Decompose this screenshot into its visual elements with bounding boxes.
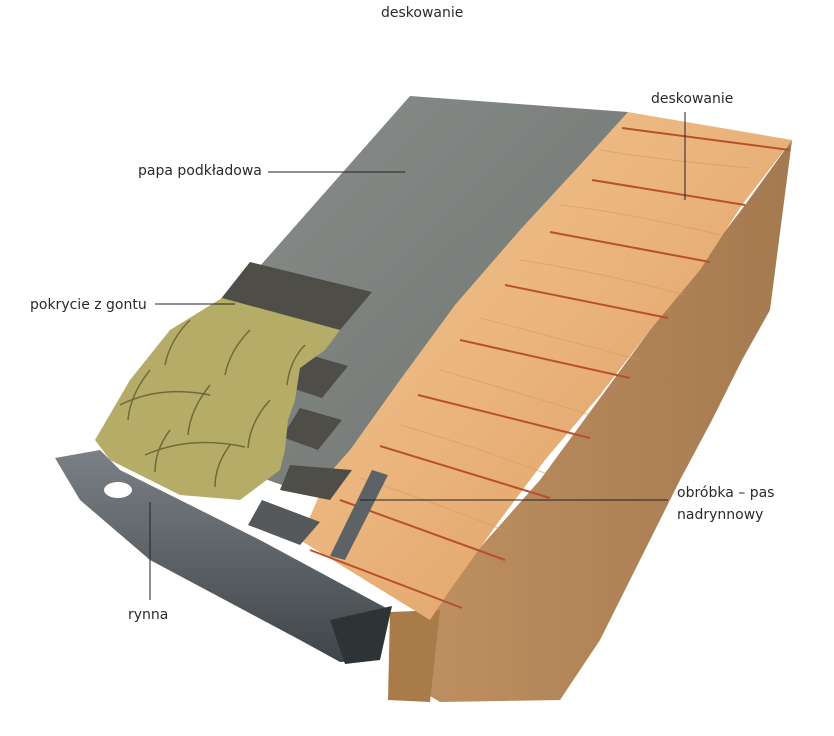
- front-beam: [388, 610, 440, 702]
- leader-lines: [149, 112, 686, 600]
- shingle-roof: [95, 298, 340, 500]
- shingle-underlay: [220, 262, 372, 500]
- label-obrobka-line1: obróbka – pas: [677, 485, 775, 501]
- gutter-outlet: [104, 482, 132, 498]
- label-deskowanie: deskowanie: [651, 91, 734, 107]
- wood-decking: [300, 112, 792, 620]
- gutter-end: [330, 606, 392, 664]
- gutter: [55, 450, 390, 662]
- top-title: deskowanie: [381, 5, 464, 21]
- label-pokrycie-z-gontu: pokrycie z gontu: [30, 297, 147, 313]
- rafter-side: [416, 140, 792, 702]
- label-obrobka-line2: nadrynnowy: [677, 507, 764, 523]
- drip-edge-flashing: [248, 500, 320, 545]
- wood-grain: [359, 149, 751, 534]
- label-rynna: rynna: [128, 607, 169, 623]
- flashing-strip: [330, 470, 388, 560]
- label-papa-podkladowa: papa podkładowa: [138, 163, 262, 179]
- plank-lines: [309, 127, 791, 609]
- shingle-tabs: [119, 319, 306, 488]
